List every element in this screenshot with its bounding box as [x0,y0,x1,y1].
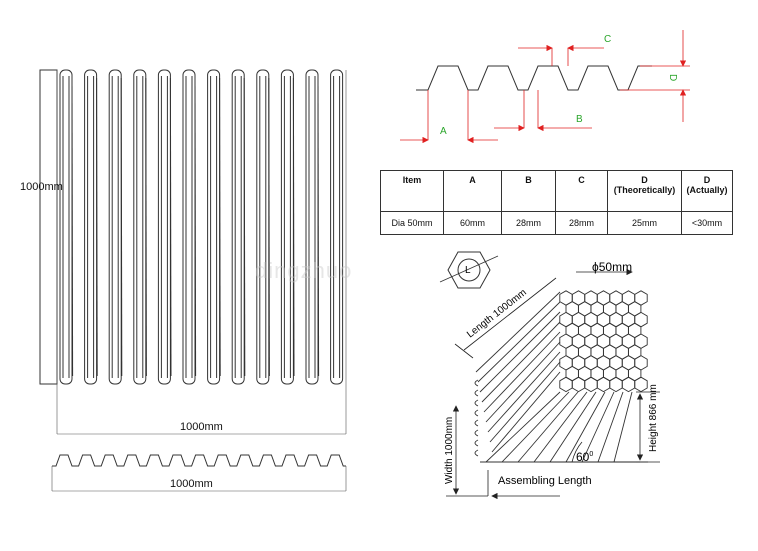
rib-valley [243,77,246,377]
hex-cell [621,376,636,393]
hex-cell [559,376,573,393]
hex-cell [584,376,598,393]
side-width-label: 1000mm [170,478,213,490]
watermark: dingzhuo [255,258,353,283]
sheet-edge [39,69,58,385]
tube-edge [475,291,561,373]
tube-edge [477,301,561,383]
profile-label-c: C [604,34,611,45]
profile-label-a: A [440,126,447,137]
hex-circle [457,258,481,282]
header-item: Item [380,170,444,212]
hex-cell [596,376,611,393]
tube-edge [491,371,561,453]
front-height-label: 1000mm [20,181,63,193]
spec-table-row: Dia 50mm 60mm 28mm 28mm 25mm <30mm [380,211,733,235]
rib-valley [194,77,197,377]
rib-valley [145,77,147,377]
angle-label: 600 [576,450,593,464]
sheet-rib [280,69,294,385]
tube-edge [489,361,561,443]
profile-dimensions [400,30,690,144]
side-view-profile [52,454,346,467]
rib-valley [268,77,270,377]
sheet-rib [207,69,221,385]
diameter-label: ϕ50mm [592,260,632,274]
profile-label-d: D [667,74,678,81]
tube-end [474,419,479,427]
cell-c: 28mm [555,211,608,235]
hex-label: L [465,265,471,276]
tube-end [474,379,479,387]
sheet-rib [84,69,98,385]
length-label: Length 1000mm [465,287,529,340]
hexagon-icon [447,251,491,289]
height-label: Height 866 mm [648,384,659,452]
rib-valley [292,77,295,377]
tube-end [474,449,479,457]
tube-bottom-edge [565,391,606,463]
tube-bottom-edge [517,391,579,463]
tube-edge [481,321,561,403]
spec-table-header-row: Item A B C D(Theoretically) D(Actually) [380,170,733,212]
tube-edge [483,331,561,413]
tube-edge [485,341,561,423]
header-d-actual: D(Actually) [681,170,733,212]
tube-bottom-edge [597,391,624,463]
sheet-rib [157,69,171,385]
cell-item: Dia 50mm [380,211,444,235]
assembly-dimensions [446,268,660,500]
cell-a: 60mm [443,211,502,235]
tube-block [474,290,648,463]
tube-bottom-edge [549,391,597,463]
sheet-rib [133,69,147,385]
header-b: B [501,170,556,212]
rib-valley [120,77,123,377]
tube-end [474,439,479,447]
front-view-sheet [39,69,344,385]
cell-d-actual: <30mm [681,211,733,235]
cell-b: 28mm [501,211,556,235]
front-width-label: 1000mm [180,421,223,433]
sheet-rib [305,69,319,385]
header-a: A [443,170,502,212]
tube-end [474,409,479,417]
rib-valley [96,77,98,377]
tube-bottom-edge [613,391,633,463]
assembling-length-label: Assembling Length [498,475,592,487]
profile-detail [416,65,652,91]
rib-valley [169,77,172,377]
tube-end [474,389,479,397]
hex-cell [634,376,648,393]
sheet-rib [108,69,122,385]
profile-label-b: B [576,114,583,125]
cell-d-theoretical: 25mm [607,211,682,235]
tube-bottom-edge [533,391,588,463]
rib-valley [71,77,74,377]
tube-end [474,399,479,407]
hex-cell [571,376,586,393]
hex-arrow [439,255,499,283]
tube-bottom-edge [581,391,615,463]
sheet-ribs [59,69,344,385]
rib-valley [219,77,221,377]
tube-edge [487,351,561,433]
rib-valley [317,77,320,377]
sheet-rib [330,69,344,385]
spec-table: Item A B C D(Theoretically) D(Actually) … [380,170,733,235]
tube-bottom-edge [501,391,570,463]
sheet-rib [231,69,245,385]
width-label: Width 1000mm [444,417,455,484]
tube-end [474,429,479,437]
hex-cell [609,376,623,393]
sheet-rib [182,69,196,385]
tube-bottom-edge [485,391,561,463]
header-d-theoretical: D(Theoretically) [607,170,682,212]
header-c: C [555,170,608,212]
tube-edge [479,311,561,393]
sheet-rib [59,69,73,385]
sheet-rib [256,69,270,385]
